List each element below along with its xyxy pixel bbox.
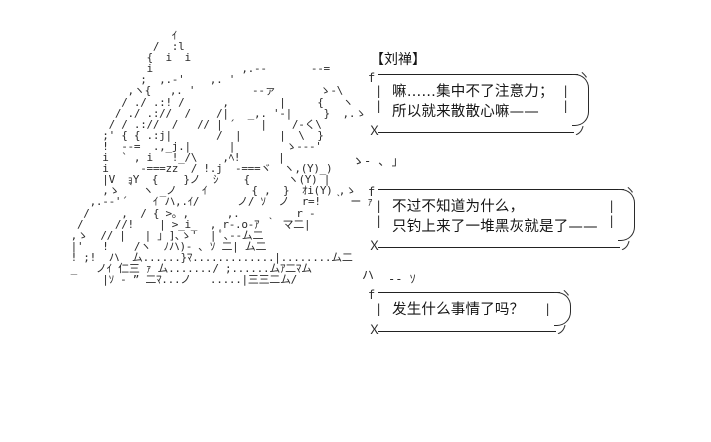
balloon-3-left-bar: | [375, 302, 383, 316]
balloon-2-tail-top: f [368, 185, 376, 199]
balloon-3-tail-bottom: Ｘ [368, 323, 382, 338]
balloon-3-line-1: 发生什么事情了吗？ [392, 302, 525, 318]
decoration-between-balloon-1-and-2: ゝ- ､ ｣ [352, 154, 398, 168]
balloon-1-right-edge [572, 74, 589, 126]
balloon-2-text: 不过不知道为什么， 只钓上来了一堆黑灰就是了—— [392, 197, 598, 237]
balloon-3-tail-top: f [368, 288, 376, 302]
balloon-1-top-rule [378, 74, 578, 75]
balloon-3-text: 发生什么事情了吗？ [392, 300, 524, 320]
balloon-2-right-edge [618, 189, 635, 241]
balloon-1-left-bar: | | [375, 84, 383, 113]
balloon-3-top-rule [378, 292, 560, 293]
balloon-3-right-bar: | [544, 302, 552, 316]
balloon-3-corner-bottom-right: ノ [556, 323, 569, 337]
balloon-1-line-1: 嘛……集中不了注意力； [392, 84, 554, 100]
balloon-1-corner-bottom-right: ノ [574, 124, 587, 138]
balloon-2-top-rule [378, 189, 624, 190]
balloon-3-bottom-rule [378, 331, 556, 332]
decoration-before-balloon-3: ハ [362, 268, 375, 282]
speech-balloon-2[interactable]: f ヽ | | | | 不过不知道为什么， 只钓上来了一堆黑灰就是了—— Ｘ ノ [366, 184, 706, 264]
balloon-2-left-bar: | | [375, 199, 383, 228]
balloon-2-line-2: 只钓上来了一堆黑灰就是了—— [392, 219, 598, 235]
balloon-2-right-bar: | | [608, 199, 616, 228]
balloon-1-text: 嘛……集中不了注意力； 所以就来散散心嘛—— [392, 82, 554, 122]
decoration-between-balloon-2-and-3: -- ｿ [388, 272, 416, 286]
speech-balloon-1[interactable]: f ヽ | | | | 嘛……集中不了注意力； 所以就来散散心嘛—— Ｘ ノ [366, 69, 706, 146]
balloon-1-right-bar: | | [562, 84, 570, 113]
balloon-2-tail-bottom: Ｘ [368, 239, 382, 254]
balloon-1-bottom-rule [378, 132, 574, 133]
balloon-3-right-edge [554, 292, 571, 326]
balloon-1-tail-top: f [368, 71, 376, 85]
balloon-2-corner-bottom-right: ノ [620, 239, 633, 253]
speech-balloon-3[interactable]: f ヽ | | 发生什么事情了吗？ Ｘ ノ [366, 286, 706, 344]
speaker-name-tag: 【刘禅】 [370, 52, 426, 68]
balloon-2-line-1: 不过不知道为什么， [392, 199, 525, 215]
balloon-1-line-2: 所以就来散散心嘛—— [392, 104, 539, 120]
balloon-2-bottom-rule [378, 247, 620, 248]
dialogue-column: 【刘禅】 f ヽ | | | | 嘛……集中不了注意力； 所以就来散散心嘛—— … [352, 52, 706, 344]
balloon-1-tail-bottom: Ｘ [368, 124, 382, 139]
